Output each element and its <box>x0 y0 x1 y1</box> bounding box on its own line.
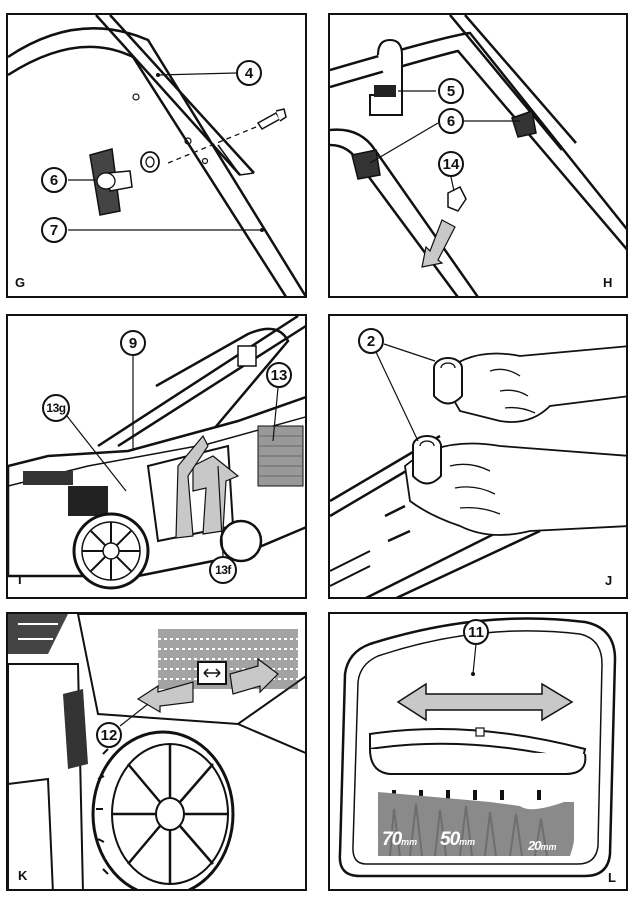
callout-2: 2 <box>358 328 384 354</box>
panel-label-i: I <box>18 572 22 587</box>
panel-k-drawing <box>8 614 305 889</box>
callout-9: 9 <box>120 330 146 356</box>
panel-j: 2 J <box>328 314 628 599</box>
panel-h-drawing <box>330 15 626 296</box>
panel-l-drawing <box>338 617 617 878</box>
panel-g: 4 6 7 G <box>6 13 307 298</box>
panel-k: 12 K <box>6 612 307 891</box>
panel-i: 9 13g 13 13f I <box>6 314 307 599</box>
callout-11: 11 <box>463 619 489 645</box>
panel-g-drawing <box>8 15 305 296</box>
callout-6: 6 <box>41 167 67 193</box>
callout-4: 4 <box>236 60 262 86</box>
callout-5: 5 <box>438 78 464 104</box>
panel-label-g: G <box>15 275 26 290</box>
height-70mm: 70mm <box>382 829 418 850</box>
callout-13: 13 <box>266 362 292 388</box>
panel-label-h: H <box>603 275 613 290</box>
panel-l: 11 70mm 50mm 20mm L <box>328 612 628 891</box>
callout-6: 6 <box>438 108 464 134</box>
panel-label-l: L <box>608 870 616 885</box>
callout-12: 12 <box>96 722 122 748</box>
callout-13g: 13g <box>42 394 70 422</box>
panel-label-k: K <box>18 868 28 883</box>
height-20mm: 20mm <box>528 838 557 853</box>
panel-i-drawing <box>8 316 305 590</box>
callout-13f: 13f <box>209 556 237 584</box>
callout-7: 7 <box>41 217 67 243</box>
height-50mm: 50mm <box>440 829 476 850</box>
panel-j-drawing <box>330 343 626 597</box>
callout-14: 14 <box>438 151 464 177</box>
panel-label-j: J <box>605 573 613 588</box>
panel-h: 5 6 14 H <box>328 13 628 298</box>
